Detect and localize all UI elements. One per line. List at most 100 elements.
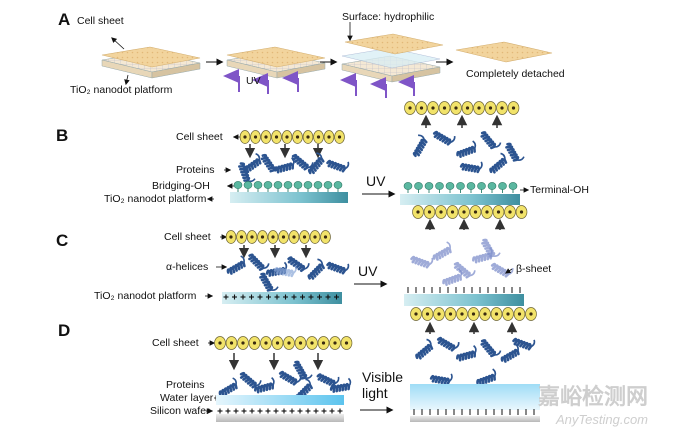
panel-b: B Cell sheet Proteins Bridging-OH TiO₂ n… bbox=[56, 101, 589, 205]
protein bbox=[490, 262, 514, 278]
substrate-b-right bbox=[400, 194, 520, 205]
protein bbox=[326, 159, 350, 173]
substrate-c-right bbox=[404, 294, 524, 306]
cell-nucleus bbox=[285, 135, 289, 139]
cell-nucleus bbox=[439, 210, 443, 214]
oh-bead bbox=[424, 182, 434, 190]
cell-nucleus bbox=[427, 210, 432, 214]
oh-bead bbox=[303, 181, 313, 189]
protein bbox=[456, 345, 477, 362]
cell-sheet-lifting bbox=[344, 33, 444, 55]
cell-nucleus bbox=[488, 106, 493, 110]
platform-3 bbox=[341, 33, 444, 83]
cell-nucleus bbox=[425, 312, 430, 316]
protein bbox=[226, 255, 246, 275]
label-uv-a: UV bbox=[246, 75, 261, 87]
cell-nucleus bbox=[473, 210, 478, 214]
protein bbox=[274, 157, 295, 174]
protein bbox=[287, 256, 310, 273]
cell-row-d-left bbox=[214, 336, 353, 350]
protein bbox=[239, 371, 262, 389]
cell-nucleus bbox=[295, 135, 300, 139]
panel-a: A Cell sheet TiO₂ nanodot platform UV bbox=[58, 10, 565, 98]
oh-bead bbox=[233, 181, 243, 189]
protein bbox=[480, 339, 502, 358]
substrate-c-left bbox=[222, 292, 342, 304]
label-silicon-wafer: Silicon wafer bbox=[150, 405, 210, 417]
protein bbox=[410, 255, 434, 269]
positive-charges-d bbox=[217, 408, 343, 414]
label-platform-c: TiO₂ nanodot platform bbox=[94, 290, 197, 302]
silicon-wafer-left bbox=[216, 414, 344, 422]
arrows-down-c bbox=[238, 245, 312, 259]
bridging-oh-beads bbox=[233, 181, 343, 192]
cell-nucleus bbox=[414, 312, 418, 316]
cell-row-b-left bbox=[239, 130, 345, 144]
platform-1 bbox=[101, 46, 201, 79]
label-terminal-oh: Terminal-OH bbox=[530, 184, 589, 196]
cell-nucleus bbox=[448, 312, 453, 316]
cell-nucleus bbox=[511, 106, 516, 110]
oh-bead bbox=[333, 181, 343, 189]
cell-nucleus bbox=[264, 135, 268, 139]
cell-nucleus bbox=[508, 210, 512, 214]
cell-row-c-left bbox=[225, 230, 331, 244]
protein bbox=[254, 377, 275, 394]
cell-nucleus bbox=[500, 106, 504, 110]
protein bbox=[329, 377, 352, 393]
water-layer-left bbox=[216, 395, 344, 405]
silicon-wafer-right bbox=[410, 416, 540, 422]
protein bbox=[273, 265, 297, 278]
protein bbox=[476, 368, 497, 386]
cell-nucleus bbox=[252, 341, 257, 345]
cell-nucleus bbox=[321, 341, 326, 345]
panel-d-letter: D bbox=[58, 321, 70, 340]
arrows-up-c bbox=[424, 218, 506, 230]
cell-nucleus bbox=[327, 135, 331, 139]
oh-bead bbox=[313, 181, 323, 189]
cell-nucleus bbox=[287, 341, 291, 345]
beta-sheet-proteins bbox=[410, 238, 514, 286]
cell-nucleus bbox=[264, 341, 268, 345]
watermark-cn: 嘉峪检测网 bbox=[538, 384, 648, 409]
protein bbox=[453, 261, 476, 279]
protein bbox=[480, 131, 502, 150]
negative-charges-c bbox=[407, 287, 521, 293]
label-proteins-b: Proteins bbox=[176, 164, 215, 176]
label-bridging-oh: Bridging-OH bbox=[152, 180, 210, 192]
cell-nucleus bbox=[275, 341, 280, 345]
oh-bead bbox=[243, 181, 253, 189]
protein bbox=[442, 268, 463, 286]
label-platform-b: TiO₂ nanodot platform bbox=[104, 193, 207, 205]
protein bbox=[436, 336, 460, 352]
label-water-layer: Water layer bbox=[160, 392, 214, 404]
protein bbox=[259, 272, 279, 292]
oh-bead bbox=[323, 181, 333, 189]
cell-nucleus bbox=[271, 235, 275, 239]
oh-bead bbox=[508, 182, 518, 190]
cell-row-b-right bbox=[404, 101, 520, 115]
panel-a-letter: A bbox=[58, 10, 70, 29]
protein bbox=[307, 152, 325, 175]
label-beta-sheet: β-sheet bbox=[516, 263, 551, 275]
detached-sheet bbox=[455, 41, 553, 63]
cell-nucleus bbox=[310, 341, 314, 345]
panel-c: C Cell sheet α-helices TiO₂ nanodot plat… bbox=[56, 205, 551, 306]
protein bbox=[307, 258, 325, 280]
label-surface-hydrophilic: Surface: hydrophilic bbox=[342, 11, 434, 23]
cell-nucleus bbox=[529, 312, 533, 316]
cell-nucleus bbox=[239, 235, 244, 239]
cell-nucleus bbox=[471, 312, 476, 316]
cell-nucleus bbox=[344, 341, 349, 345]
substrate-b-left bbox=[230, 192, 348, 203]
cell-nucleus bbox=[437, 312, 441, 316]
protein bbox=[238, 162, 256, 183]
arrows-down-b bbox=[244, 144, 324, 159]
cell-nucleus bbox=[517, 312, 522, 316]
oh-bead bbox=[477, 182, 486, 190]
protein bbox=[512, 337, 536, 351]
arrows-up-b bbox=[420, 114, 503, 128]
cell-nucleus bbox=[496, 210, 501, 214]
cell-nucleus bbox=[431, 106, 435, 110]
